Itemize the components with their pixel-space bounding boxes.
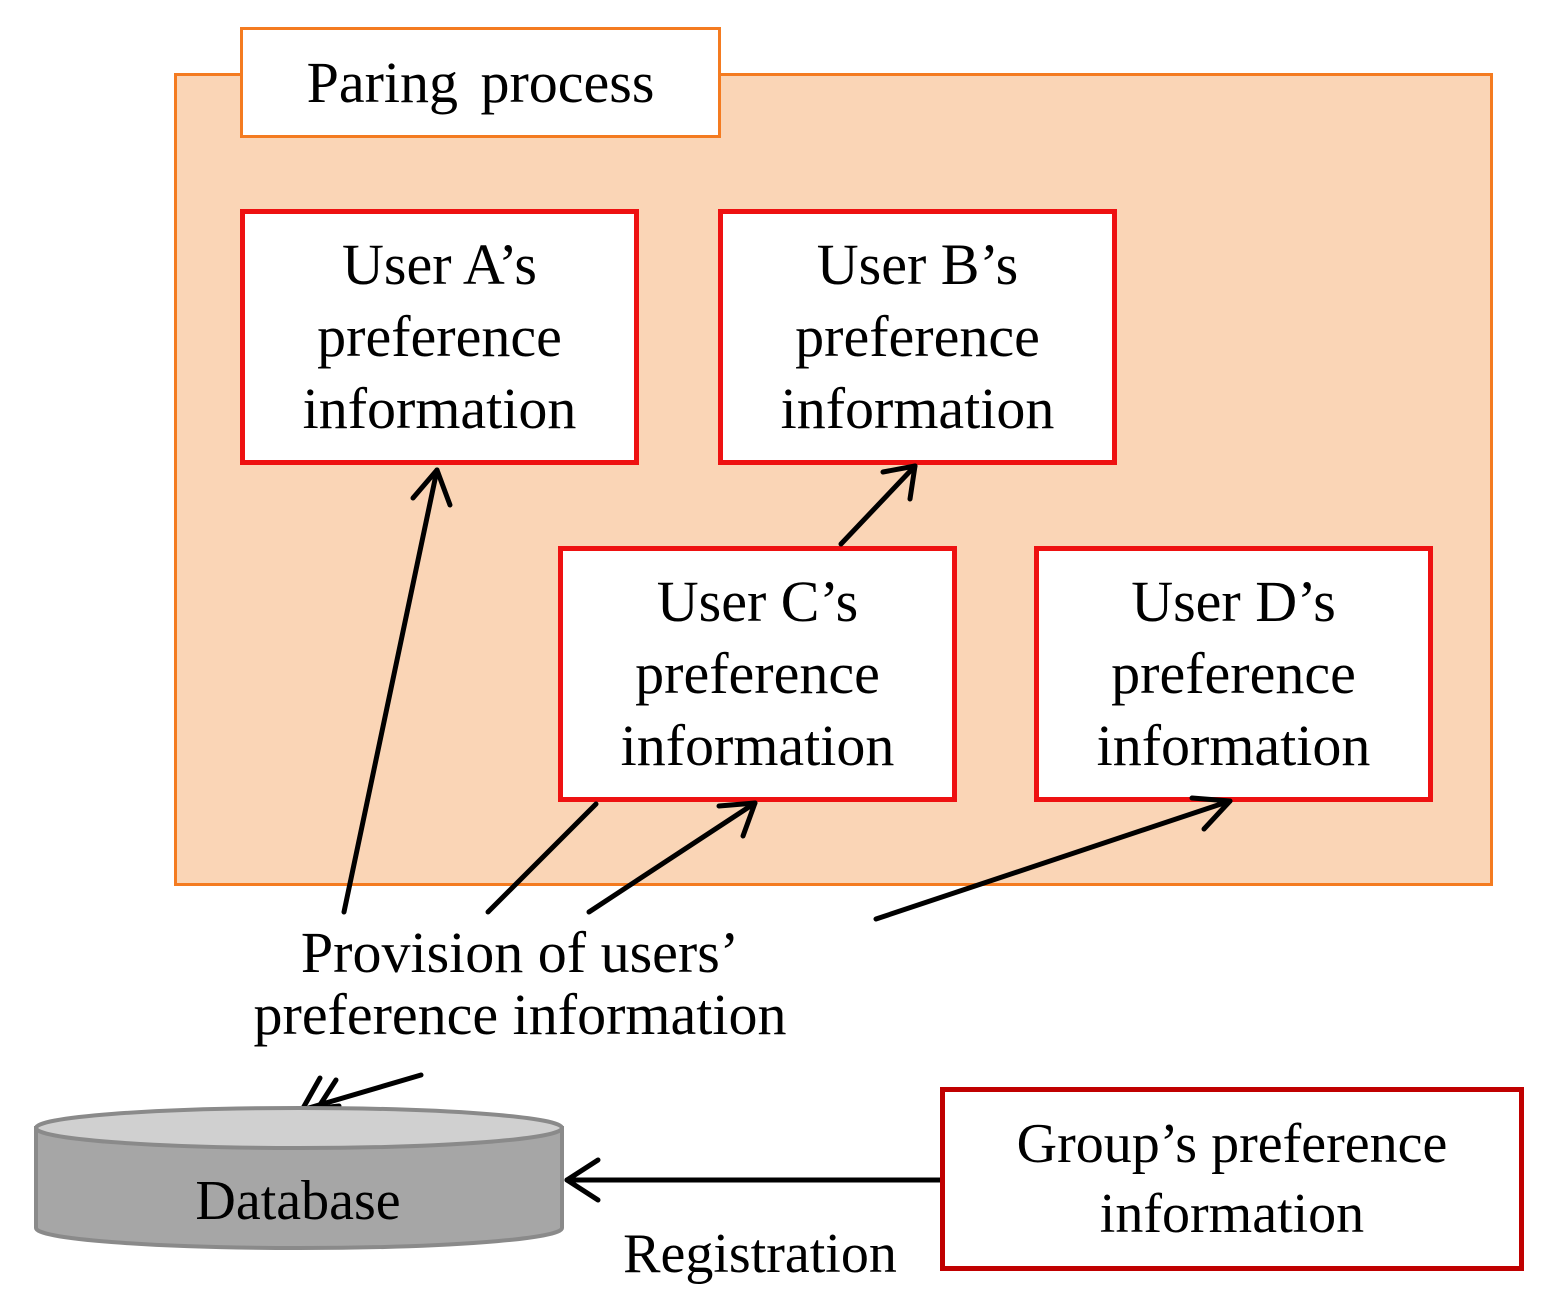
registration-label: Registration bbox=[623, 1223, 897, 1285]
group-line1: Group’s preference bbox=[1016, 1113, 1448, 1175]
group-preference-box: Group’s preference information bbox=[940, 1087, 1524, 1271]
arrowhead-user-d bbox=[1189, 795, 1233, 832]
user-a-preference-box: User A’s preference information bbox=[240, 209, 639, 465]
user-a-name: User A’s bbox=[342, 232, 537, 297]
provision-line2: preference information bbox=[253, 982, 787, 1047]
arrowhead-database-inner bbox=[315, 1077, 339, 1111]
user-c-line3: information bbox=[620, 713, 895, 778]
user-c-name: User C’s bbox=[656, 569, 859, 634]
provision-label: Provision of users’ preference informati… bbox=[190, 922, 850, 1046]
process-title: Paring process bbox=[240, 27, 721, 138]
database-cylinder bbox=[34, 1106, 564, 1250]
user-c-line2: preference bbox=[635, 641, 880, 706]
user-d-line3: information bbox=[1096, 713, 1371, 778]
database-label: Database bbox=[195, 1170, 401, 1232]
connector-to-user-c bbox=[485, 801, 599, 915]
arrow-to-user-c bbox=[586, 800, 758, 915]
user-a-line3: information bbox=[302, 376, 577, 441]
arrowhead-registration bbox=[564, 1157, 601, 1203]
arrowhead-user-b bbox=[880, 463, 918, 502]
user-b-preference-box: User B’s preference information bbox=[718, 209, 1117, 465]
arrow-c-to-user-b bbox=[838, 463, 918, 547]
provision-line1: Provision of users’ bbox=[300, 920, 740, 985]
arrow-to-user-d bbox=[873, 798, 1233, 922]
process-title-text: Paring process bbox=[306, 50, 655, 115]
user-d-preference-box: User D’s preference information bbox=[1034, 546, 1433, 802]
user-b-name: User B’s bbox=[816, 232, 1019, 297]
user-d-name: User D’s bbox=[1131, 569, 1336, 634]
user-b-line3: information bbox=[780, 376, 1055, 441]
arrowhead-user-c bbox=[716, 800, 758, 839]
arrow-to-user-a bbox=[341, 467, 440, 915]
user-d-line2: preference bbox=[1111, 641, 1356, 706]
user-a-line2: preference bbox=[317, 304, 562, 369]
arrowhead-user-a bbox=[410, 467, 453, 508]
user-b-line2: preference bbox=[795, 304, 1040, 369]
user-c-preference-box: User C’s preference information bbox=[558, 546, 957, 802]
group-line2: information bbox=[1099, 1183, 1365, 1245]
